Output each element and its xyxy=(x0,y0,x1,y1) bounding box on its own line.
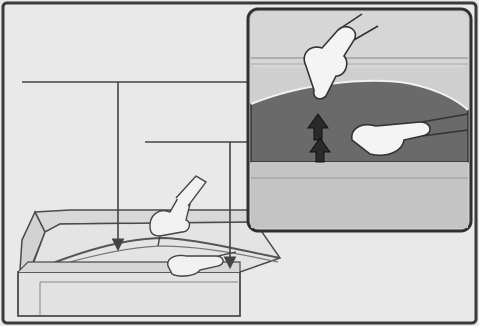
inset-lower-deck xyxy=(251,162,468,228)
machine-front-box xyxy=(18,272,240,316)
detail-inset xyxy=(248,9,471,231)
inset-top-panel xyxy=(251,12,468,68)
